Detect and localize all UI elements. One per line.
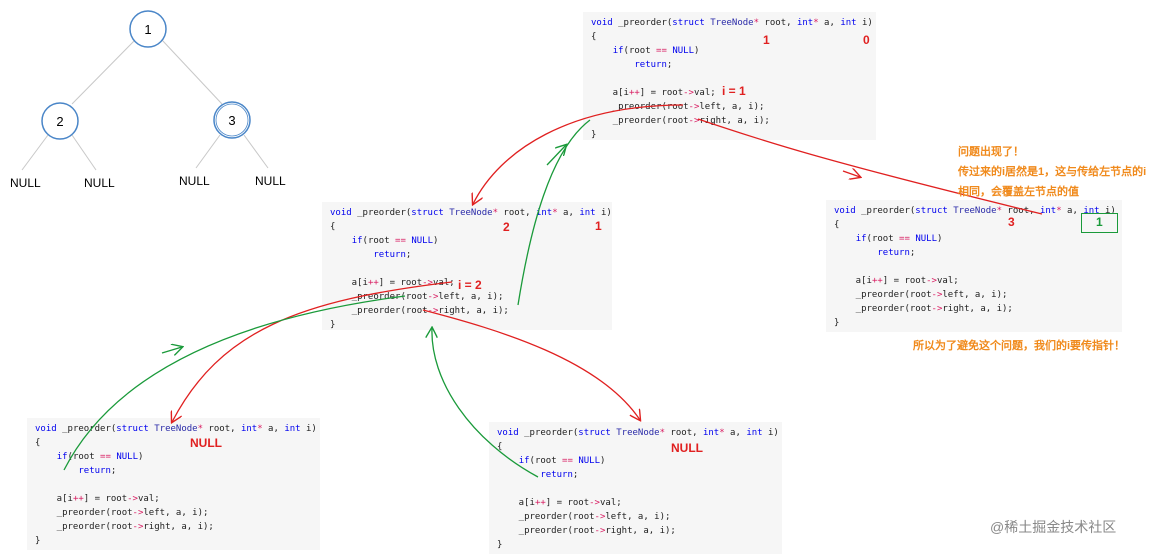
highlight-box xyxy=(1081,213,1118,233)
node-label: 2 xyxy=(56,114,63,129)
edge-2-null-left xyxy=(21,134,49,171)
code-line: return; xyxy=(373,250,412,260)
annotation-i-value: 1 xyxy=(1096,215,1103,229)
annotation-i-value: 1 xyxy=(595,219,602,233)
note-line-1: 问题出现了！ xyxy=(958,146,1024,158)
code-block-bottom-left: void _preorder(struct TreeNode* root, in… xyxy=(27,418,320,550)
code-line: void _preorder(struct TreeNode* root, in… xyxy=(591,18,873,28)
code-line: { xyxy=(330,222,336,232)
code-line: a[i++] = root->val; xyxy=(591,88,716,98)
code-line: return; xyxy=(877,248,916,258)
note-conclusion: 所以为了避免这个问题，我们的i要传指针！ xyxy=(913,340,1126,352)
tree-node-1: 1 xyxy=(129,10,167,48)
code-line: if(root == NULL) xyxy=(56,452,144,462)
code-line: _preorder(root->left, a, i); xyxy=(834,290,1008,300)
tree-node-3: 3 xyxy=(213,101,251,139)
node-inner-ring xyxy=(215,103,249,137)
code-line: _preorder(root->right, a, i); xyxy=(497,526,676,536)
code-line: return; xyxy=(634,60,673,70)
code-line: _preorder(root->left, a, i); xyxy=(35,508,209,518)
code-line: _preorder(root->left, a, i); xyxy=(497,512,671,522)
edge-3-null-left xyxy=(195,134,221,169)
code-block-top: void _preorder(struct TreeNode* root, in… xyxy=(583,12,876,140)
null-label: NULL xyxy=(10,176,41,190)
code-line: _preorder(root->right, a, i); xyxy=(35,522,214,532)
code-line: if(root == NULL) xyxy=(518,456,606,466)
node-circle xyxy=(41,102,79,140)
code-line: return; xyxy=(540,470,579,480)
null-label: NULL xyxy=(84,176,115,190)
code-line: _preorder(root->right, a, i); xyxy=(834,304,1013,314)
code-line: if(root == NULL) xyxy=(612,46,700,56)
null-label: NULL xyxy=(179,174,210,188)
annotation-null: NULL xyxy=(190,436,222,450)
code-line: } xyxy=(497,540,503,550)
code-line xyxy=(834,260,1114,274)
code-line: a[i++] = root->val; xyxy=(497,498,622,508)
code-line xyxy=(35,478,312,492)
annotation-root-value: 3 xyxy=(1008,215,1015,229)
code-line: } xyxy=(834,318,840,328)
code-line: a[i++] = root->val; xyxy=(834,276,959,286)
tree-node-2: 2 xyxy=(41,102,79,140)
code-line: if(root == NULL) xyxy=(855,234,943,244)
note-line-2: 传过来的i居然是1，这与传给左节点的i xyxy=(958,166,1147,178)
code-line: void _preorder(struct TreeNode* root, in… xyxy=(35,424,317,434)
note-line-3: 相同，会覆盖左节点的值 xyxy=(958,186,1079,198)
code-line: if(root == NULL) xyxy=(351,236,439,246)
code-line xyxy=(497,482,774,496)
node-label: 1 xyxy=(144,22,151,37)
code-line: _preorder(root->right, a, i); xyxy=(591,116,770,126)
code-line: void _preorder(struct TreeNode* root, in… xyxy=(497,428,779,438)
tree-edges xyxy=(21,39,269,171)
node-circle xyxy=(213,101,251,139)
code-line: } xyxy=(35,536,41,546)
annotation-i-after: i = 2 xyxy=(458,278,482,292)
annotation-root-value: 1 xyxy=(763,33,770,47)
code-line: } xyxy=(330,320,336,330)
code-block-right: void _preorder(struct TreeNode* root, in… xyxy=(826,200,1122,332)
null-label: NULL xyxy=(255,174,286,188)
code-line: void _preorder(struct TreeNode* root, in… xyxy=(834,206,1116,216)
code-line: } xyxy=(591,130,597,140)
code-line: _preorder(root->left, a, i); xyxy=(330,292,504,302)
watermark: @稀土掘金技术社区 xyxy=(990,519,1117,535)
code-line: _preorder(root->right, a, i); xyxy=(330,306,509,316)
edge-3-null-right xyxy=(243,134,269,169)
annotation-i-after: i = 1 xyxy=(722,84,746,98)
node-circle xyxy=(129,10,167,48)
code-line: { xyxy=(497,442,503,452)
code-line: { xyxy=(834,220,840,230)
edge-1-2 xyxy=(71,39,136,105)
code-line: _preorder(root->left, a, i); xyxy=(591,102,765,112)
code-line: { xyxy=(591,32,597,42)
code-line: { xyxy=(35,438,41,448)
edge-2-null-right xyxy=(71,134,97,171)
annotation-i-value: 0 xyxy=(863,33,870,47)
code-line: return; xyxy=(78,466,117,476)
code-line: a[i++] = root->val; xyxy=(35,494,160,504)
code-line xyxy=(330,262,604,276)
annotation-root-value: 2 xyxy=(503,220,510,234)
annotation-null: NULL xyxy=(671,441,703,455)
code-block-middle: void _preorder(struct TreeNode* root, in… xyxy=(322,202,612,330)
code-block-bottom-middle: void _preorder(struct TreeNode* root, in… xyxy=(489,422,782,554)
edge-1-3 xyxy=(161,39,223,105)
node-label: 3 xyxy=(228,113,235,128)
code-line: void _preorder(struct TreeNode* root, in… xyxy=(330,208,612,218)
